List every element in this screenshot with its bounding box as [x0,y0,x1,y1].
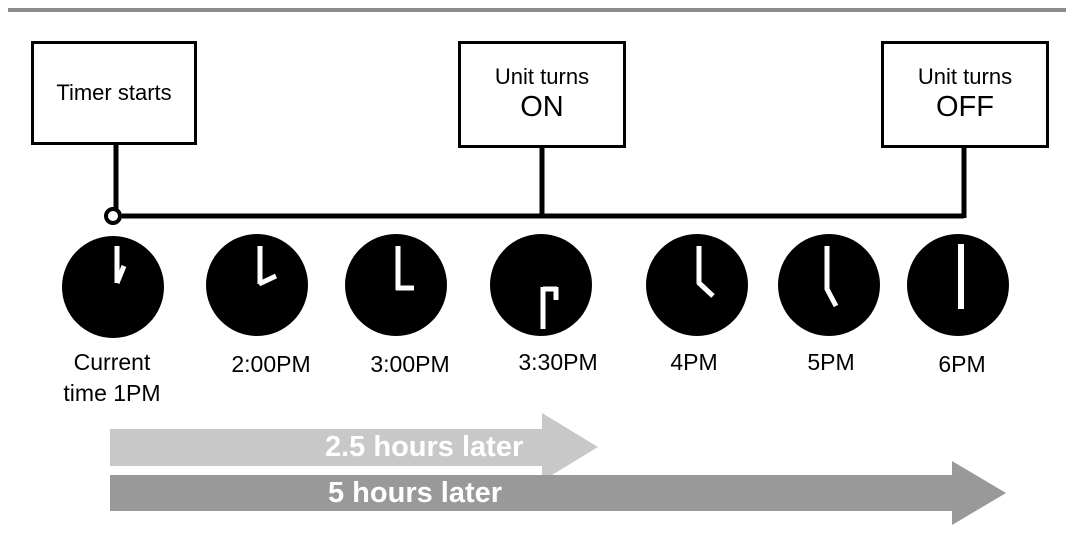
clock-hands [696,246,715,298]
clock-hands [114,246,127,284]
clock-face [646,234,748,336]
clock-label-line1: 3:30PM [518,349,598,375]
clock-5pm [778,234,880,336]
timer-starts-label: Timer starts [56,80,172,106]
unit-on-label-line2: ON [520,91,564,124]
top-divider [8,8,1066,12]
unit-on-label-line1: Unit turns [494,64,590,90]
clock-hands [540,286,559,329]
clock-hands [395,246,414,291]
clock-hands [824,246,839,308]
clock-face [206,234,308,336]
clock-label-2pm: 2:00PM [191,349,351,380]
clock-6pm [907,234,1009,336]
clock-hands [257,246,278,287]
clock-3pm [345,234,447,336]
unit-off-box: Unit turns OFF [881,41,1049,148]
arrow-2-5-hours-label: 2.5 hours later [325,431,524,463]
timeline-start-marker [104,207,122,225]
clock-1pm [62,236,164,338]
clock-face [62,236,164,338]
clock-label-3pm: 3:00PM [330,349,490,380]
timer-starts-box: Timer starts [31,41,197,145]
clock-4pm [646,234,748,336]
arrow-5-hours [110,461,1006,525]
clock-face [490,234,592,336]
arrow-5-hours-label: 5 hours later [328,477,503,509]
clock-label-5pm: 5PM [751,347,911,378]
clock-label-line1: 2:00PM [231,351,311,377]
clock-330pm [490,234,592,336]
timeline-connector [104,145,967,225]
clock-label-line1: Current [73,349,151,375]
clock-label-6pm: 6PM [882,349,1042,380]
clock-2pm [206,234,308,336]
clock-label-line1: 6PM [938,351,986,377]
clock-label-line1: 4PM [670,349,718,375]
arrow-2-5-hours [110,413,598,481]
clock-label-330pm: 3:30PM [478,347,638,378]
clock-label-line1: 3:00PM [370,351,450,377]
unit-off-label-line1: Unit turns [917,64,1013,90]
clock-label-1pm: Current time 1PM [32,347,192,409]
unit-off-label-line2: OFF [936,91,994,124]
clock-label-4pm: 4PM [614,347,774,378]
clock-label-line1: 5PM [807,349,855,375]
clock-label-line2: time 1PM [63,380,161,406]
unit-on-box: Unit turns ON [458,41,626,148]
